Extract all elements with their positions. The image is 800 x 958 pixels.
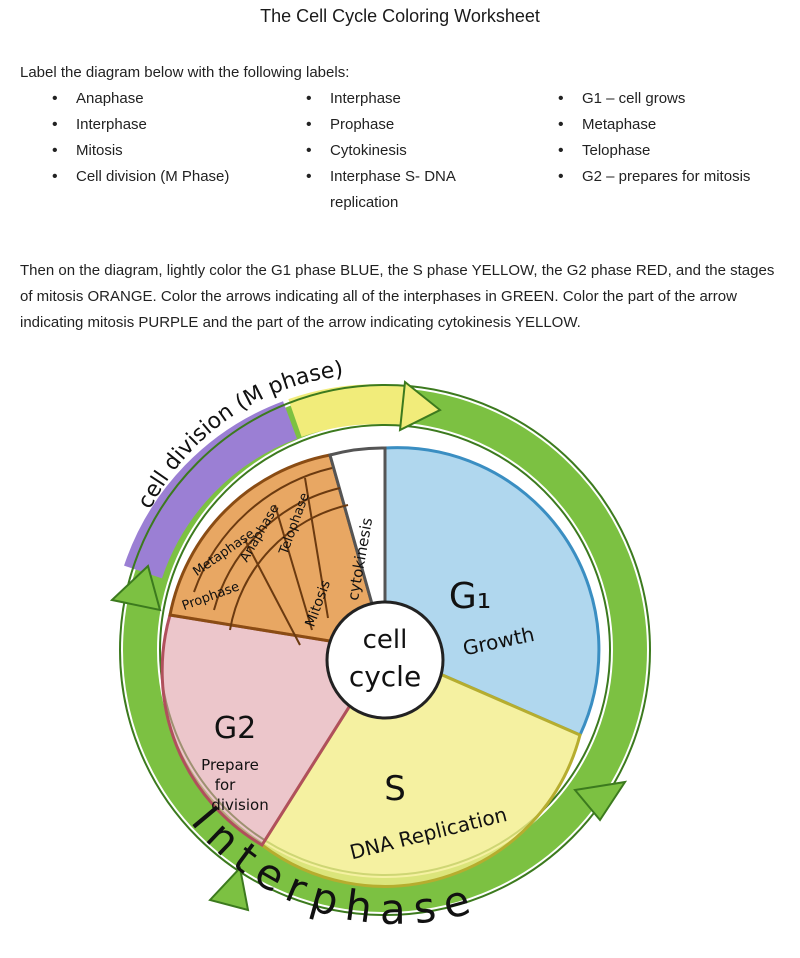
cell-cycle-diagram: cell cycle G₁ Growth S DNA Replication G…: [109, 357, 651, 934]
label-list-col2: Interphase Prophase Cytokinesis Interpha…: [306, 86, 526, 216]
arrowhead-right: [573, 780, 628, 822]
list-item: Interphase: [52, 112, 252, 138]
worksheet-title: The Cell Cycle Coloring Worksheet: [260, 6, 540, 26]
mitosis-band-line: [213, 487, 341, 611]
list-item: Telophase: [558, 138, 778, 164]
arrowhead-left: [109, 564, 162, 612]
g2-title: G2: [214, 711, 256, 746]
label-list-col1: Anaphase Interphase Mitosis Cell divisio…: [52, 86, 252, 190]
mitosis-divider: [304, 477, 329, 619]
g2-line3: division: [211, 796, 268, 814]
list-item: Prophase: [306, 112, 526, 138]
mitosis-band-line: [229, 504, 349, 631]
mitosis-wedge: [168, 453, 388, 652]
arrowhead-bottom: [208, 865, 250, 912]
list-item: Mitosis: [52, 138, 252, 164]
ring-outer-outline: [119, 384, 651, 916]
list-item: G1 – cell grows: [558, 86, 778, 112]
s-title: S: [384, 769, 406, 809]
mitosis-band-line: [193, 467, 333, 593]
g2-line1: Prepare: [201, 756, 259, 774]
arrowhead-top: [398, 380, 442, 432]
list-item: Cytokinesis: [306, 138, 526, 164]
cytokinesis-wedge: [328, 446, 387, 651]
list-item: Interphase: [306, 86, 526, 112]
list-item: G2 – prepares for mitosis: [558, 164, 778, 190]
list-item: Cell division (M Phase): [52, 164, 252, 190]
instructions-text: Then on the diagram, lightly color the G…: [20, 262, 775, 331]
center-label-line2: cycle: [349, 660, 421, 693]
mitosis-divider: [244, 539, 301, 646]
intro-text: Label the diagram below with the followi…: [20, 64, 350, 81]
mitosis-divider: [274, 504, 313, 631]
label-list-col3: G1 – cell grows Metaphase Telophase G2 –…: [558, 86, 778, 190]
s-wedge: [259, 648, 582, 888]
list-item: Metaphase: [558, 112, 778, 138]
center-circle: [325, 600, 445, 720]
list-item: Interphase S- DNA replication: [306, 164, 526, 216]
mitosis-arrow-segment: [124, 401, 298, 579]
list-item: Anaphase: [52, 86, 252, 112]
g2-line2: for: [215, 776, 236, 794]
g1-title: G₁: [449, 576, 491, 617]
cytokinesis-arrow-segment: [288, 384, 408, 438]
center-label-line1: cell: [363, 625, 408, 655]
